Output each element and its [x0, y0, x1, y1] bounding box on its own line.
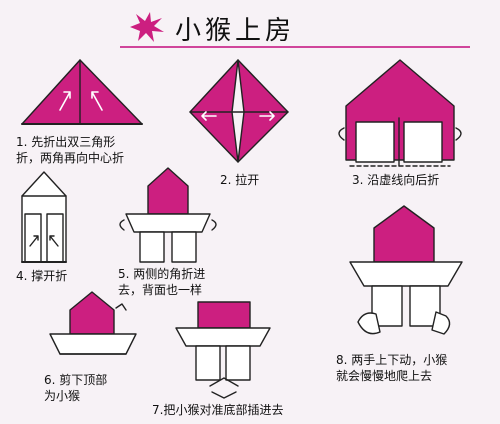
page-title: 小猴上房 — [175, 16, 296, 46]
step6-line2: 为小猴 — [44, 389, 81, 403]
step7-caption: 7.把小猴对准底部插进去 — [152, 402, 283, 418]
step3-caption: 3. 沿虚线向后折 — [352, 172, 439, 188]
step8-caption: 8. 两手上下动，小猴 就会慢慢地爬上去 — [336, 352, 447, 384]
step4-figure — [21, 171, 67, 263]
step8-figure — [349, 205, 463, 335]
step1-line2: 折，两角再向中心折 — [16, 151, 125, 165]
step2-caption: 2. 拉开 — [220, 172, 259, 188]
step1-line1: 1. 先折出双三角形 — [16, 135, 116, 149]
step8-line2: 就会慢慢地爬上去 — [336, 369, 433, 383]
step2-figure — [189, 59, 289, 163]
step7-line1: 7.把小猴对准底部插进去 — [152, 403, 284, 417]
step3-line1: 3. 沿虚线向后折 — [352, 173, 440, 187]
step1-caption: 1. 先折出双三角形 折，两角再向中心折 — [16, 134, 124, 166]
step8-line1: 8. 两手上下动，小猴 — [336, 353, 448, 367]
step3-figure — [338, 59, 462, 167]
step5-line2: 去，背面也一样 — [118, 283, 203, 297]
step1-figure — [21, 59, 143, 125]
step2-line1: 2. 拉开 — [220, 173, 260, 187]
step5-caption: 5. 两侧的角折进 去，背面也一样 — [118, 266, 205, 298]
step4-line1: 4. 撑开折 — [16, 269, 68, 283]
decorative-burst-icon — [130, 12, 164, 42]
step6-figure — [49, 291, 137, 355]
step5-line1: 5. 两侧的角折进 — [118, 267, 206, 281]
step5-figure — [119, 167, 217, 263]
step6-line1: 6. 剪下顶部 — [44, 373, 108, 387]
step4-caption: 4. 撑开折 — [16, 268, 67, 284]
step6-caption: 6. 剪下顶部 为小猴 — [44, 372, 107, 404]
title-underline — [120, 46, 470, 48]
step7-figure — [175, 301, 271, 399]
